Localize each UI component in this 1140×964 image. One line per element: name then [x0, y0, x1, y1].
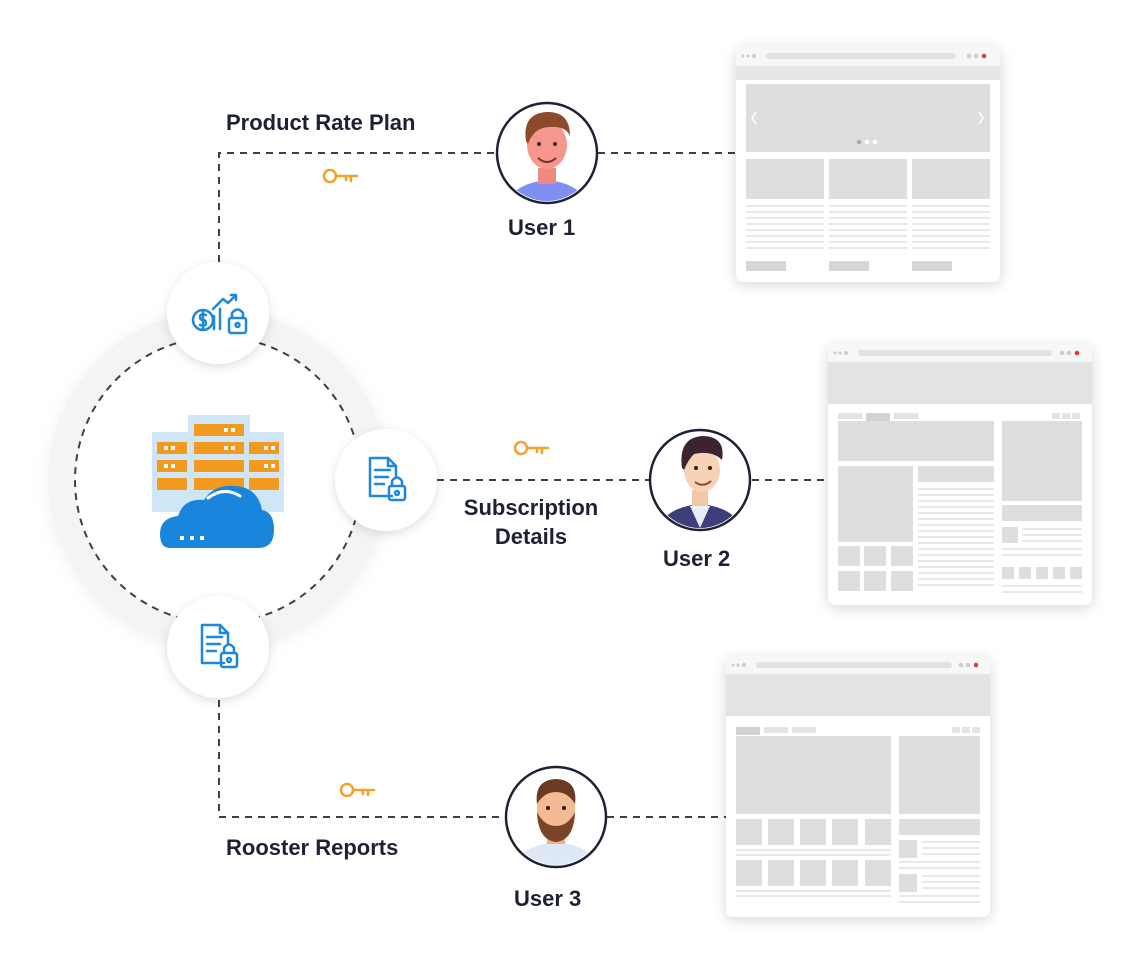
- user-label-1: User 1: [508, 215, 576, 240]
- user-label-3: User 3: [514, 886, 582, 911]
- connector-lines: [218, 152, 828, 818]
- money-growth-lock-icon: [191, 293, 248, 335]
- channel-label-line-1: Subscription: [463, 495, 599, 520]
- browser-window-user-3: [726, 656, 990, 917]
- channel-label-product-rate-plan: Product Rate Plan: [226, 110, 416, 135]
- cloud-server-icon: [152, 415, 284, 548]
- document-lock-icon: [200, 623, 239, 669]
- document-lock-icon: [368, 456, 407, 502]
- key-icon: [339, 782, 376, 798]
- browser-window-user-1: [736, 46, 1000, 282]
- key-icon: [513, 440, 550, 456]
- connector-product-rate-plan: [218, 152, 736, 262]
- user-label-2: User 2: [663, 546, 731, 571]
- hub-node-subscription-details[interactable]: [335, 429, 437, 531]
- avatar-user-3[interactable]: [504, 765, 608, 872]
- avatar-user-1[interactable]: [495, 101, 599, 210]
- connector-rooster-reports: [218, 700, 726, 818]
- avatar-user-2[interactable]: [648, 428, 752, 536]
- browser-window-user-2: [828, 344, 1092, 605]
- channel-label-line-2: Details: [494, 524, 568, 549]
- hub-node-product-rate-plan[interactable]: [167, 262, 269, 364]
- hub: [48, 262, 437, 698]
- hub-node-rooster-reports[interactable]: [167, 596, 269, 698]
- key-icon: [322, 168, 359, 184]
- channel-label-subscription-details: Subscription Details: [448, 493, 614, 551]
- channel-label-rooster-reports: Rooster Reports: [226, 835, 399, 860]
